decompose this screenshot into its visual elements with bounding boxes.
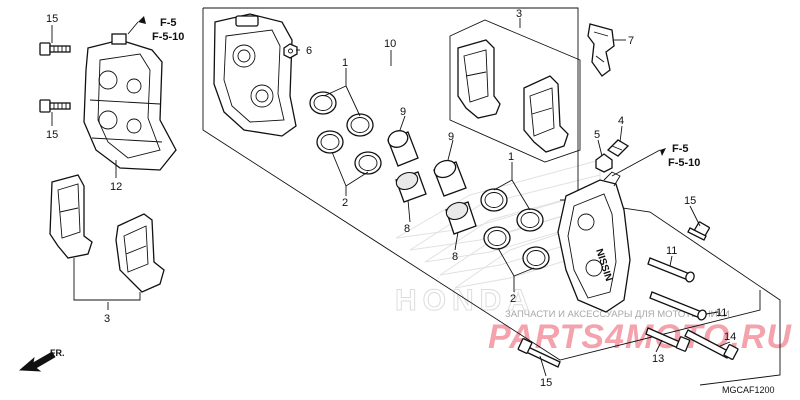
bolt-15-mid-left [39, 99, 71, 113]
site-watermark-text: PARTS4MOTO.RU [488, 318, 792, 356]
dust-seal-2-b [354, 151, 382, 175]
reference-codes: F-5 F-5-10 F-5 F-5-10 [152, 17, 700, 169]
ref-right-line2: F-5-10 [668, 157, 700, 169]
piston-9-lower [433, 159, 467, 197]
callout-10: 10 [384, 38, 396, 50]
callout-9-upper: 9 [400, 106, 406, 118]
brake-pad-top-a [457, 39, 501, 119]
pad-pin-11-lower [649, 291, 707, 321]
front-direction-arrow: FR. [18, 348, 65, 372]
pad-pin-11-upper [647, 257, 695, 283]
ref-right-line1: F-5 [672, 143, 689, 155]
dust-seal-2-c [483, 226, 511, 250]
bolt-15-upper-right [687, 221, 710, 241]
piston-seal-1-c [480, 188, 508, 212]
site-watermark-sub: ЗАПЧАСТИ И АКСЕССУАРЫ ДЛЯ МОТОТЕХНИКИ [505, 309, 730, 320]
callout-11-lower: 11 [716, 307, 727, 319]
callout-11-upper: 11 [666, 245, 677, 257]
callout-2-lower: 2 [510, 293, 516, 305]
bolt-13 [645, 327, 691, 352]
callout-13: 13 [652, 353, 664, 365]
caliper-body-half [213, 13, 297, 137]
callout-7: 7 [628, 35, 634, 47]
callouts: 15 15 12 3 6 10 1 2 9 8 9 8 1 2 3 7 5 4 … [46, 8, 736, 389]
caliper-assembly-right: NISSIN [557, 171, 631, 313]
brake-pad-left-b [115, 213, 165, 293]
diagram-code: MGCAF1200 [722, 385, 775, 395]
honda-watermark: HONDA [395, 159, 601, 318]
callout-12: 12 [110, 181, 122, 193]
reference-arrow-left [138, 16, 146, 24]
reference-arrow-right [660, 148, 666, 156]
bleeder-cap-5 [595, 153, 613, 173]
bolt-14 [684, 329, 739, 360]
piston-8-lower [445, 201, 477, 235]
caliper-assembly-left [83, 33, 177, 171]
piston-seal-1-d [516, 208, 544, 232]
callout-15-top-left: 15 [46, 13, 58, 25]
callout-9-lower: 9 [448, 131, 454, 143]
brake-pad-left-a [49, 174, 93, 259]
piston-8-upper [395, 171, 427, 203]
pad-spring-7 [587, 23, 615, 77]
callout-3-left: 3 [104, 313, 110, 325]
honda-watermark-text: HONDA [395, 284, 535, 317]
callout-8-lower: 8 [452, 251, 458, 263]
piston-seal-1-a [309, 91, 337, 115]
callout-4: 4 [618, 115, 624, 127]
site-watermark: ЗАПЧАСТИ И АКСЕССУАРЫ ДЛЯ МОТОТЕХНИКИ PA… [488, 309, 792, 356]
ref-left-line1: F-5 [160, 17, 177, 29]
callout-1-lower: 1 [508, 151, 514, 163]
callout-5: 5 [594, 129, 600, 141]
callout-3-top: 3 [516, 8, 522, 20]
dust-seal-2-d [522, 246, 550, 270]
leader-lines [51, 18, 731, 377]
callout-2-upper: 2 [342, 197, 348, 209]
nut-6 [283, 43, 298, 59]
callout-8-upper: 8 [404, 223, 410, 235]
pad-set-frame-top [449, 19, 581, 163]
brake-pad-top-b [523, 75, 569, 153]
callout-14: 14 [724, 331, 736, 343]
direction-label: FR. [50, 348, 65, 358]
piston-9-upper [387, 130, 419, 167]
arrow-icon [18, 351, 56, 372]
bolt-15-top-left [39, 42, 71, 56]
bleed-screw-4 [606, 139, 630, 157]
piston-seal-1-b [346, 113, 374, 137]
dust-seal-2-a [316, 130, 344, 154]
pad-set-leader-left [73, 258, 141, 301]
bolt-15-bottom [517, 338, 561, 368]
callout-6: 6 [306, 45, 312, 57]
callout-1-upper: 1 [342, 57, 348, 69]
callout-15-bottom: 15 [540, 377, 552, 389]
callout-15-upper-right: 15 [684, 195, 696, 207]
callout-15-mid-left: 15 [46, 129, 58, 141]
ref-left-line2: F-5-10 [152, 31, 184, 43]
